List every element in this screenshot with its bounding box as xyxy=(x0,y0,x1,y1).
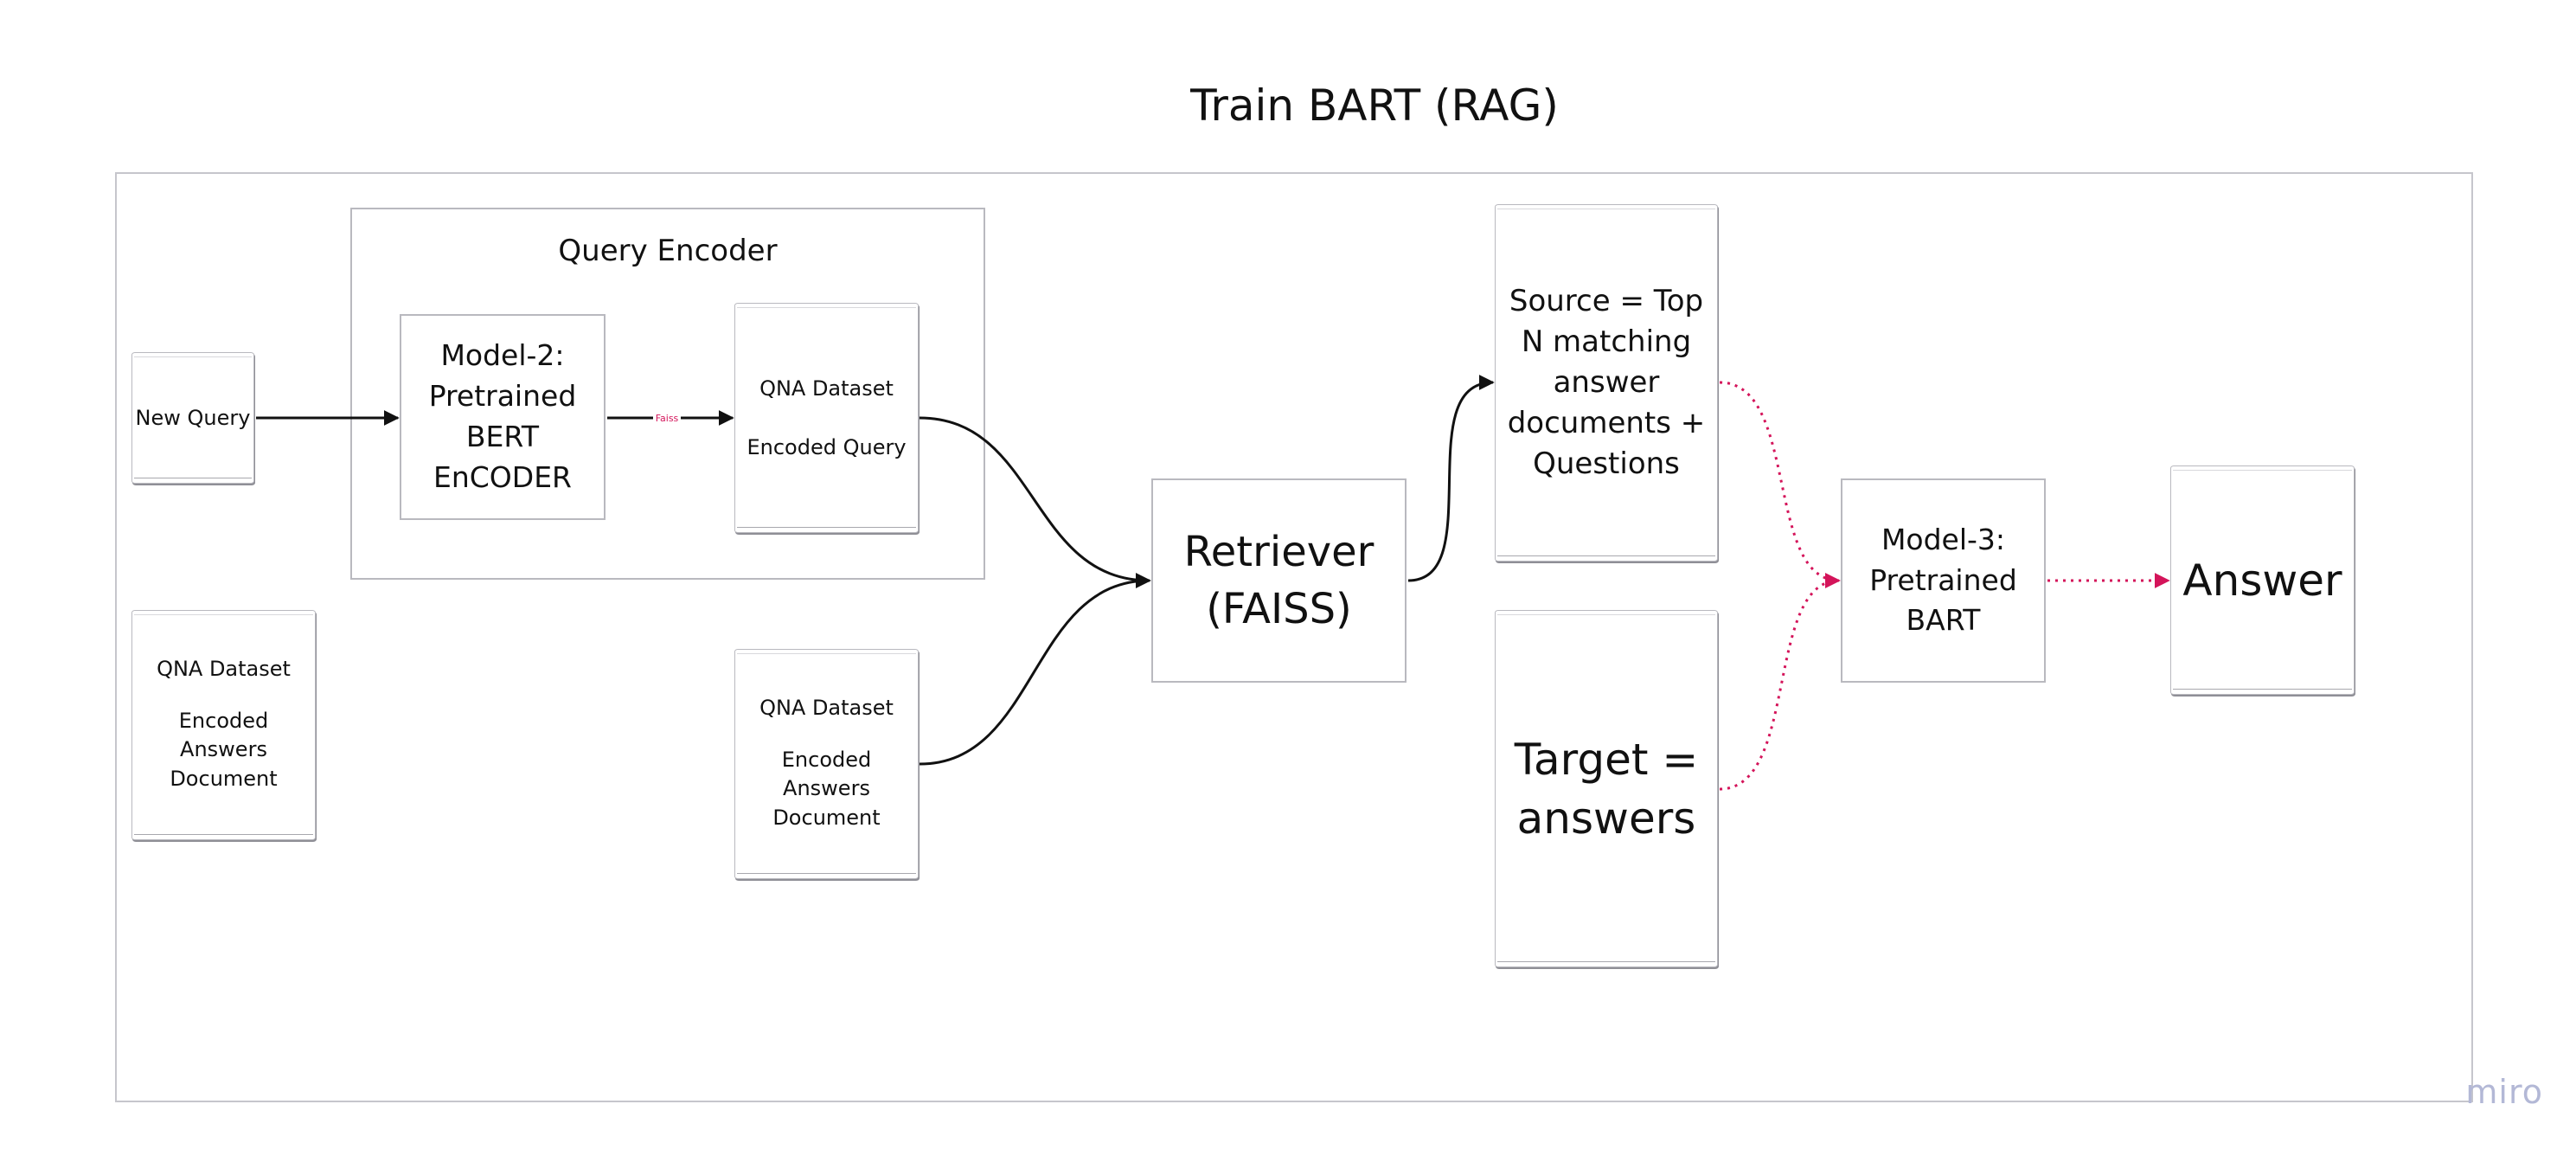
query-encoder-group xyxy=(350,208,985,580)
edge-target-to-model3 xyxy=(1719,573,1841,791)
diagram-frame xyxy=(115,172,2473,1102)
model3-bart-node[interactable]: Model-3: Pretrained BART xyxy=(1841,478,2046,683)
model3-text: Model-3: Pretrained BART xyxy=(1869,522,2017,638)
retriever-text: Retriever (FAISS) xyxy=(1183,527,1375,633)
encoded-query-node[interactable]: QNA Dataset Encoded Query xyxy=(734,303,919,533)
miro-watermark: miro xyxy=(2465,1073,2543,1111)
answers-doc-left-line1: QNA Dataset xyxy=(157,656,291,681)
query-encoder-label: Query Encoder xyxy=(558,234,778,268)
answers-doc-mid-line1: QNA Dataset xyxy=(759,695,894,720)
answer-node[interactable]: Answer xyxy=(2170,465,2355,695)
new-query-node[interactable]: New Query xyxy=(131,352,254,484)
answers-doc-mid-node[interactable]: QNA Dataset Encoded Answers Document xyxy=(734,649,919,879)
source-text: Source = Top N matching answer documents… xyxy=(1507,284,1706,481)
edge-encoded-query-to-retriever xyxy=(919,416,1151,588)
target-node[interactable]: Target = answers xyxy=(1495,610,1718,967)
encoded-query-line1: QNA Dataset xyxy=(759,376,894,401)
model2-text: Model-2: Pretrained BERT EnCODER xyxy=(428,338,577,494)
model2-bert-encoder-node[interactable]: Model-2: Pretrained BERT EnCODER xyxy=(400,314,606,520)
page-title: Train BART (RAG) xyxy=(1190,80,1559,131)
edge-source-to-model3 xyxy=(1719,381,1841,588)
faiss-edge-label: Faiss xyxy=(656,413,679,424)
encoded-query-line2: Encoded Query xyxy=(747,435,907,459)
answers-doc-left-line2: Encoded Answers Document xyxy=(170,708,278,791)
answers-doc-mid-line2: Encoded Answers Document xyxy=(772,747,881,830)
source-node[interactable]: Source = Top N matching answer documents… xyxy=(1495,204,1718,562)
answer-text: Answer xyxy=(2182,555,2342,606)
new-query-text: New Query xyxy=(135,406,251,430)
retriever-faiss-node[interactable]: Retriever (FAISS) xyxy=(1151,478,1407,683)
answers-doc-left-node[interactable]: QNA Dataset Encoded Answers Document xyxy=(131,610,316,840)
edge-retriever-to-source xyxy=(1407,375,1495,582)
edge-answers-doc-to-retriever xyxy=(919,573,1151,766)
target-text: Target = answers xyxy=(1514,734,1699,844)
